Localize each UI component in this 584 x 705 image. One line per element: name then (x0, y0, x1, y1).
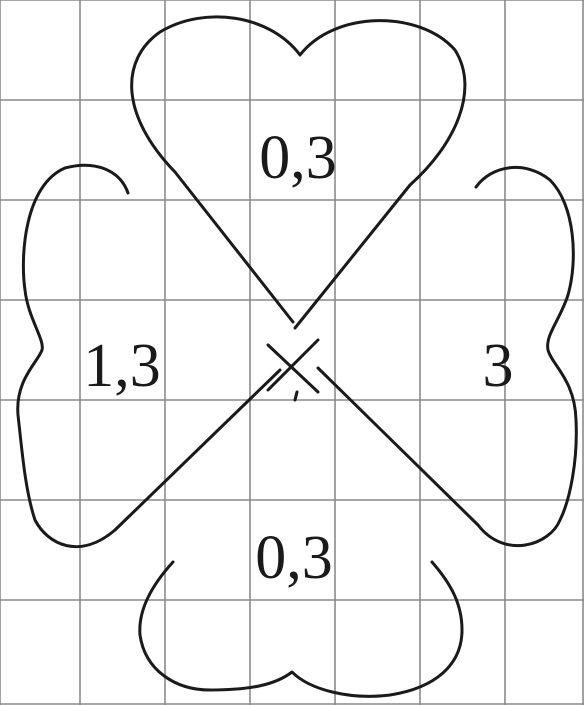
label-bottom: 0,3 (255, 524, 333, 592)
center-cross (266, 338, 320, 394)
petal-left (16, 163, 282, 549)
petal-top (130, 15, 467, 330)
petal-right (316, 165, 578, 547)
center-tick (293, 390, 299, 402)
petal-bottom (138, 560, 464, 698)
label-left: 1,3 (83, 332, 161, 400)
label-right: 3 (483, 332, 514, 400)
label-top: 0,3 (259, 124, 337, 192)
